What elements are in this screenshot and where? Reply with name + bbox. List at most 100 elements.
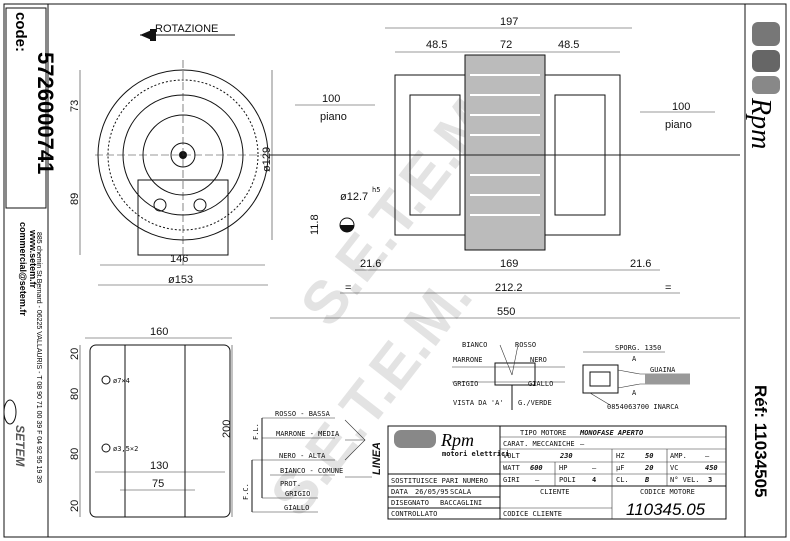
title-rpm-logo: Rpm: [440, 430, 474, 450]
mounting-plate-view: 160 20 80 80 20 ø7×4 ø3,5×2 130 75 200: [69, 326, 233, 518]
wiring-diagram: ROSSO - BASSA MARRONE - MEDIA NERO - ALT…: [242, 410, 383, 513]
vel-value: 3: [708, 476, 712, 484]
codice-cliente-label: CODICE CLIENTE: [503, 510, 562, 518]
vc-value: 450: [705, 464, 718, 472]
wire-label-g-verde: G./VERDE: [518, 399, 552, 407]
dim-20-bottom: 20: [69, 500, 81, 512]
dim-80-a: 80: [69, 388, 81, 400]
uf-value: 20: [644, 464, 653, 472]
wire-grigio: GRIGIO: [285, 490, 310, 498]
volt-label: VOLT: [503, 452, 521, 460]
dim-11-8: 11.8: [309, 214, 321, 235]
ref-number: Réf: 11034505: [751, 385, 770, 497]
label-a-top: A: [632, 355, 637, 363]
side-view: 197 48.5 72 48.5 100 piano 100 piano ø12…: [270, 16, 740, 319]
scala-label: SCALA: [450, 488, 472, 496]
hp-value: —: [592, 464, 597, 472]
title-rpm-subtitle: motori elettrici: [442, 450, 509, 458]
label-fl: F.L.: [252, 423, 260, 440]
wire-rosso-bassa: ROSSO - BASSA: [275, 410, 331, 418]
dim-197: 197: [500, 16, 518, 28]
dim-160: 160: [150, 326, 168, 338]
dim-holes-3-5x2: ø3,5×2: [113, 445, 138, 453]
dim-75: 75: [152, 478, 164, 490]
wire-label-rosso: ROSSO: [515, 341, 536, 349]
giri-label: GIRI: [503, 476, 520, 484]
label-guaina: GUAINA: [650, 366, 676, 374]
dim-eq-right: =: [665, 282, 671, 294]
label-vista-da-a: VISTA DA 'A': [453, 399, 504, 407]
codice-motore-label: CODICE MOTORE: [640, 488, 695, 496]
data-label: DATA: [391, 488, 409, 496]
rpm-logo-icon: [752, 22, 780, 94]
connector-part-number: 0854063700 INARCA: [607, 403, 679, 411]
code-box: [5, 7, 47, 209]
giri-value: —: [535, 476, 540, 484]
cl-label: CL.: [616, 476, 629, 484]
title-block: Rpm motori elettrici TIPO MOTORE MONOFAS…: [387, 425, 727, 520]
wire-label-giallo: GIALLO: [528, 380, 553, 388]
dim-89: 89: [69, 193, 81, 205]
dim-212-2: 212.2: [495, 282, 523, 294]
code-label: code:: [12, 12, 29, 52]
tipo-motore-value: MONOFASE APERTO: [579, 429, 643, 437]
uf-label: µF: [616, 464, 624, 472]
disegnato-value: BACCAGLINI: [440, 499, 482, 507]
dim-holes-7x4: ø7×4: [113, 377, 130, 385]
dim-48-5-left: 48.5: [426, 39, 447, 51]
poli-value: 4: [592, 476, 596, 484]
label-piano-left: piano: [320, 111, 347, 123]
wire-giallo: GIALLO: [284, 504, 309, 512]
company-website: www.setem.fr: [28, 229, 38, 289]
rotation-label: ROTAZIONE: [155, 23, 218, 35]
wire-bianco-comune: BIANCO - COMUNE: [280, 467, 343, 475]
volt-value: 230: [559, 452, 573, 460]
label-linea: LINEA: [371, 442, 383, 475]
dim-100-left: 100: [322, 93, 340, 105]
setem-logo-icon: [3, 399, 17, 425]
amp-label: AMP.: [670, 452, 687, 460]
wire-label-grigio: GRIGIO: [453, 380, 478, 388]
label-a-bottom: A: [632, 389, 637, 397]
dim-dia-153: ø153: [168, 274, 193, 286]
rpm-small-logo-icon: [394, 430, 436, 448]
dim-shaft-diameter: ø12.7: [340, 191, 368, 203]
hz-value: 50: [645, 452, 653, 460]
disegnato-label: DISEGNATO: [391, 499, 429, 507]
dim-48-5-right: 48.5: [558, 39, 579, 51]
company-address: 885 chemin St.Bernard - 06225 VALLAURIS …: [35, 232, 42, 483]
cliente-label: CLIENTE: [540, 488, 570, 496]
codice-motore-value: 110345.05: [626, 500, 706, 519]
vel-label: N° VEL.: [670, 476, 700, 484]
dim-100-right: 100: [672, 101, 690, 113]
watt-label: WATT: [503, 464, 521, 472]
wire-nero-alta: NERO - ALTA: [279, 452, 326, 460]
dim-20-top: 20: [69, 348, 81, 360]
tipo-motore-label: TIPO MOTORE: [520, 429, 566, 437]
label-piano-right: piano: [665, 119, 692, 131]
data-value: 26/05/95: [415, 488, 449, 496]
wire-label-nero: NERO: [530, 356, 547, 364]
front-view: ROTAZIONE 73 89 ø129 146 ø153: [69, 23, 273, 286]
dim-130: 130: [150, 460, 168, 472]
dim-72: 72: [500, 39, 512, 51]
carat-label: CARAT. MECCANICHE: [503, 440, 575, 448]
dim-21-6-right: 21.6: [630, 258, 651, 270]
dim-146: 146: [170, 253, 188, 265]
cl-value: B: [644, 476, 650, 484]
dim-200: 200: [221, 420, 233, 438]
dim-shaft-tolerance: h5: [372, 186, 380, 194]
dim-73: 73: [69, 100, 81, 112]
wire-prot: PROT.: [280, 480, 301, 488]
dim-21-6-left: 21.6: [360, 258, 381, 270]
company-email: commercial@setem.fr: [18, 222, 28, 316]
setem-logo: SETEM: [13, 425, 27, 467]
hz-label: HZ: [616, 452, 624, 460]
dim-550: 550: [497, 306, 515, 318]
drawing-frame: [3, 3, 787, 538]
dim-80-b: 80: [69, 448, 81, 460]
hp-label: HP: [559, 464, 567, 472]
poli-label: POLI: [559, 476, 576, 484]
controllato-label: CONTROLLATO: [391, 510, 437, 518]
